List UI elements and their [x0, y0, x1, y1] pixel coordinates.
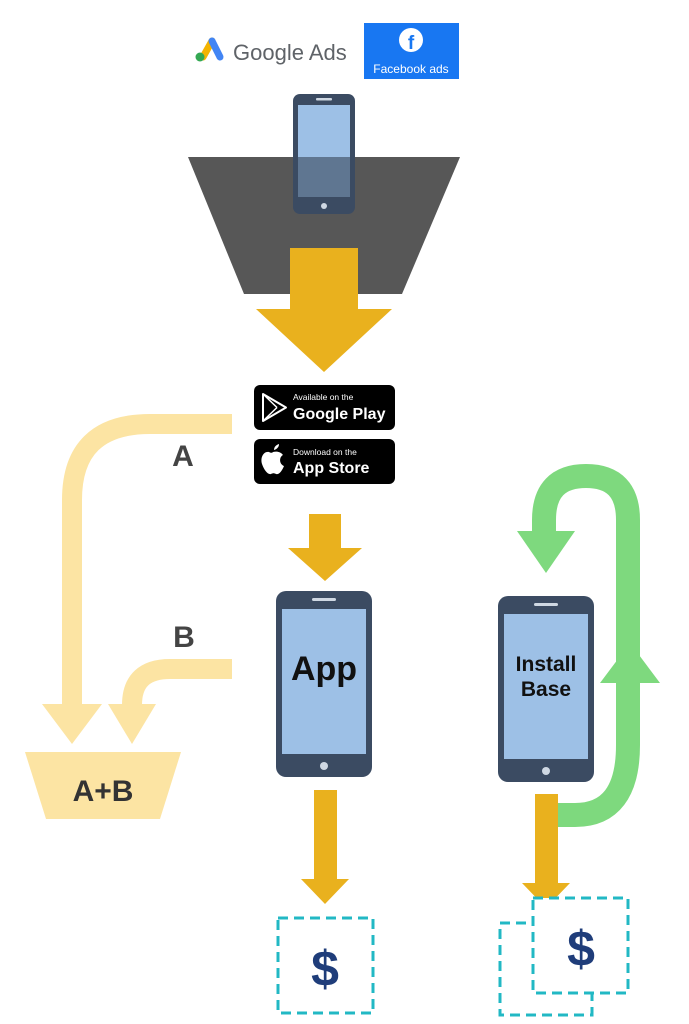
google-play-icon: [262, 393, 287, 422]
path-b-arrowhead: [108, 704, 156, 744]
path-a-curve: [62, 414, 232, 712]
combined-funnel: [25, 752, 181, 819]
install-base-phone: Install Base: [498, 596, 594, 782]
apple-icon: [261, 444, 284, 475]
google-play-big-text: Google Play: [293, 406, 386, 423]
install-base-revenue-stack: $: [498, 896, 630, 1017]
google-ads-text: Google Ads: [233, 40, 347, 65]
app-store-big-text: App Store: [293, 460, 370, 477]
dollar-icon: $: [311, 941, 339, 997]
facebook-icon: f: [399, 28, 423, 54]
retention-loop: [532, 463, 640, 827]
path-a-arrowhead: [42, 704, 102, 744]
app-label: App: [291, 650, 357, 688]
google-ads-icon: [195, 37, 224, 62]
path-b-label: B: [173, 621, 195, 654]
google-play-badge[interactable]: Available on the Google Play: [254, 385, 395, 430]
dollar-icon: $: [567, 921, 595, 977]
svg-text:f: f: [408, 33, 415, 54]
front-revenue-box: [531, 896, 630, 995]
path-a-label: A: [172, 440, 194, 473]
facebook-ads-logo: f Facebook ads: [364, 23, 459, 79]
google-ads-logo: Google Ads: [195, 37, 347, 65]
store-to-app-arrow: [288, 514, 362, 581]
install-base-label-line1: Install: [516, 653, 577, 676]
funnel-output-arrow: [256, 248, 392, 372]
install-base-to-revenue-arrow: [522, 794, 570, 908]
retention-loop-up-arrowhead: [600, 643, 660, 683]
facebook-ads-text: Facebook ads: [373, 62, 448, 76]
app-store-small-text: Download on the: [293, 447, 357, 457]
app-to-revenue-arrow: [301, 790, 349, 904]
acquisition-funnel: [188, 157, 460, 294]
funnel-phone: [293, 94, 355, 214]
install-base-label-line2: Base: [521, 678, 571, 701]
app-revenue-box: $: [276, 916, 375, 1015]
app-store-badge[interactable]: Download on the App Store: [254, 439, 395, 484]
google-play-small-text: Available on the: [293, 392, 354, 402]
app-phone: App: [276, 591, 372, 777]
path-b-curve: [122, 659, 232, 712]
retention-loop-down-arrowhead: [517, 531, 575, 573]
combined-label: A+B: [73, 775, 134, 808]
